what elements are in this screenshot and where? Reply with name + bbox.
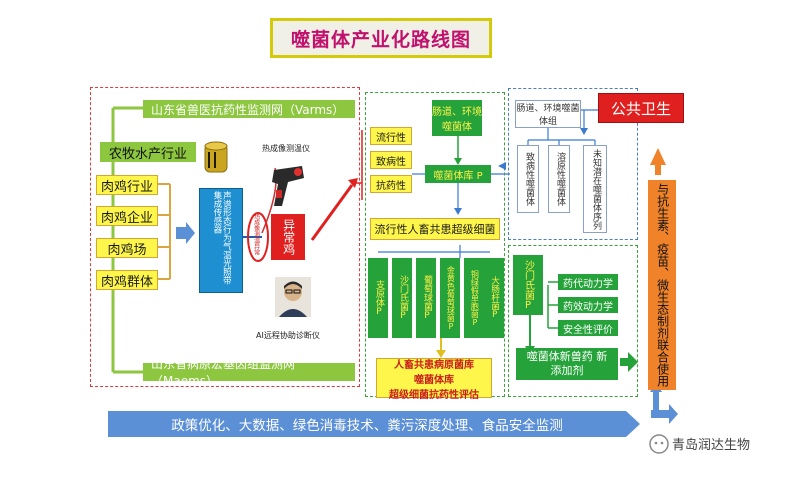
pathogenic-phage-box: 致病性噬菌体 bbox=[517, 145, 539, 213]
monitoring-panel bbox=[90, 87, 360, 387]
combined-usage-box: 与抗生素、疫苗、微生态制剂联合使用 bbox=[648, 180, 676, 390]
salmonella-p-box: 沙门氏菌P bbox=[513, 255, 543, 315]
brand-name: 青岛润达生物 bbox=[672, 438, 751, 453]
safety-eval-box: 安全性评价 bbox=[558, 320, 618, 336]
new-vet-drug-box: 噬菌体新兽药 新添加剂 bbox=[516, 348, 618, 380]
thermal-label: 热成像测温仪 bbox=[262, 144, 310, 153]
page-title: 噬菌体产业化路线图 bbox=[270, 18, 492, 58]
lysogenic-phage-box: 溶原性噬菌体 bbox=[548, 145, 570, 213]
industry-label: 农牧水产行业 bbox=[100, 142, 196, 162]
drug-development-panel bbox=[508, 245, 638, 397]
policy-bar: 政策优化、大数据、绿色消毒技术、粪污深度处理、食品安全监测 bbox=[108, 411, 626, 437]
bacteria-salmonella: 沙门氏菌P bbox=[392, 258, 412, 338]
zoonotic-superbug-bar: 流行性人畜共患超级细菌 bbox=[370, 218, 500, 240]
thermal-camera-icon bbox=[272, 166, 304, 206]
bacteria-pseudomonas: 铜绿假单胞菌P bbox=[464, 258, 484, 338]
category-epidemic: 流行性 bbox=[370, 127, 412, 145]
env-phage-group: 肠道、环境噬菌体组 bbox=[515, 100, 581, 128]
chicken-farm: 肉鸡场 bbox=[96, 238, 158, 258]
thermal-abnormal-label: 热成像测温异常 bbox=[252, 213, 260, 255]
abnormal-chicken-box: 异常鸡 bbox=[271, 214, 305, 260]
bacteria-ecoli: 大肠杆菌P bbox=[484, 258, 504, 338]
chicken-flock: 肉鸡群体 bbox=[96, 270, 158, 290]
category-pathogenic: 致病性 bbox=[370, 151, 412, 169]
pharmacokinetics-box: 药代动力学 bbox=[558, 274, 618, 290]
chicken-enterprise: 肉鸡企业 bbox=[96, 206, 158, 226]
pathogen-library-box: 人畜共患病原菌库 噬菌体库 超级细菌抗药性评估 bbox=[376, 358, 492, 401]
sensor-cable-icon bbox=[204, 141, 228, 173]
public-health-panel bbox=[508, 88, 638, 240]
library-line-2: 噬菌体库 bbox=[414, 374, 454, 386]
library-line-1: 人畜共患病原菌库 bbox=[394, 359, 474, 371]
ai-diagnosis-label: AI远程协助诊断仪 bbox=[256, 331, 320, 340]
integrated-sensor-box: 声谱形态行为气温光照带 集成传感器 bbox=[199, 188, 243, 293]
doctor-avatar-icon bbox=[275, 277, 311, 317]
vet-network-bar: 山东省兽医抗药性监测网（Varms） bbox=[143, 100, 355, 118]
pharmacodynamics-box: 药效动力学 bbox=[558, 297, 618, 313]
library-line-3: 超级细菌抗药性评估 bbox=[389, 389, 479, 401]
public-health-box: 公共卫生 bbox=[598, 93, 684, 123]
bacteria-s-aureus: 金黄色葡萄球菌P bbox=[440, 258, 460, 338]
wechat-icon bbox=[649, 434, 669, 454]
unknown-phage-box: 未知潜在噬菌体序列 bbox=[583, 145, 607, 233]
category-resistant: 抗药性 bbox=[370, 175, 412, 193]
chicken-industry: 肉鸡行业 bbox=[96, 175, 158, 195]
bacteria-staphylococcus: 葡萄球菌P bbox=[416, 258, 436, 338]
phage-library-p: 噬菌体库 P bbox=[425, 165, 491, 183]
env-phage-box: 肠道、环境噬菌体 bbox=[432, 100, 482, 136]
abnormal-chicken-label: 异常鸡 bbox=[281, 219, 296, 255]
bacteria-mycoplasma: 支原体P bbox=[368, 258, 388, 338]
sensor-text: 声谱形态行为气温光照带 集成传感器 bbox=[212, 190, 232, 285]
